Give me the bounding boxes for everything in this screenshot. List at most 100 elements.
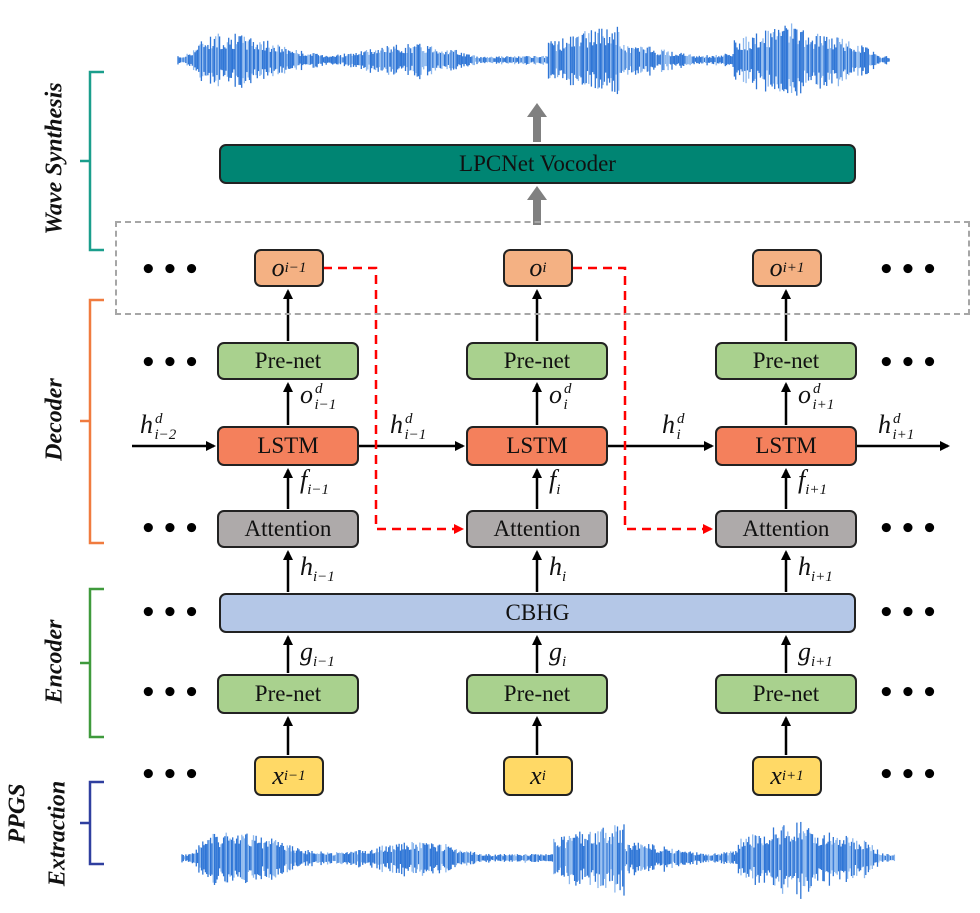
symbol-base: f <box>549 465 557 494</box>
symbol-base: x <box>530 761 542 790</box>
input-waveform <box>181 821 896 899</box>
ellipsis-right-cbhg: ••• <box>878 598 943 628</box>
ellipsis-left-enc-prenet: ••• <box>140 678 205 708</box>
attention-block-1: Attention <box>466 510 608 548</box>
symbol-sup: d <box>564 381 572 398</box>
decoder-prenet-2: Pre-net <box>715 342 857 380</box>
symbol-base: h <box>549 552 562 581</box>
vocoder-up-arrows <box>527 103 547 225</box>
ellipsis-right-prenet: ••• <box>878 348 943 378</box>
encoder-bracket <box>80 587 104 739</box>
output-waveform <box>177 23 890 96</box>
symbol-sub: i−1 <box>313 569 335 586</box>
attention-context-label-1: fi <box>549 465 560 499</box>
attention-context-label-2: fi+1 <box>798 465 827 499</box>
symbol-sub: i <box>562 654 567 671</box>
attention-context-label-0: fi−1 <box>300 465 329 499</box>
ellipsis-right-output: ••• <box>878 255 943 285</box>
encoder-state-label-0: hi−1 <box>300 552 335 586</box>
prenet-output-label-1: gi <box>549 637 566 671</box>
lstm-cell-2: LSTM <box>715 426 857 466</box>
symbol-sub: i <box>562 569 567 586</box>
symbol-sup: d <box>315 381 323 398</box>
lstm-cell-0: LSTM <box>217 426 359 466</box>
ellipsis-left-cbhg: ••• <box>140 598 205 628</box>
decoder-bracket <box>80 298 104 545</box>
ellipsis-left-prenet: ••• <box>140 348 205 378</box>
symbol-base: x <box>770 761 782 790</box>
symbol-base: o <box>798 380 811 409</box>
ellipsis-right-enc-prenet: ••• <box>878 678 943 708</box>
symbol-sub: i+1 <box>811 569 833 586</box>
symbol-sub: i <box>563 397 568 414</box>
symbol-base: o <box>769 253 783 282</box>
symbol-base: f <box>798 465 806 494</box>
output-frames-box <box>115 221 970 315</box>
encoder-label: Encoder <box>41 619 68 704</box>
symbol-sub: i−1 <box>313 654 335 671</box>
ellipsis-left-output: ••• <box>140 255 205 285</box>
symbol-sub: i+1 <box>811 654 833 671</box>
symbol-sub: i+1 <box>812 397 835 414</box>
symbol-sub: i <box>541 767 546 784</box>
symbol-base: g <box>300 637 313 666</box>
symbol-base: h <box>300 552 313 581</box>
symbol-base: g <box>798 637 811 666</box>
encoder-prenet-0: Pre-net <box>217 674 359 714</box>
symbol-sub: i+1 <box>805 482 828 499</box>
symbol-sub: i <box>556 482 561 499</box>
ellipsis-left-attention: ••• <box>140 514 205 544</box>
decoder-prenet-0: Pre-net <box>217 342 359 380</box>
symbol-sub: i−1 <box>314 397 337 414</box>
ellipsis-right-attention: ••• <box>878 514 943 544</box>
feedback-dashed-arrows <box>323 266 713 534</box>
symbol-sub: i+1 <box>782 259 805 276</box>
attention-block-0: Attention <box>217 510 359 548</box>
symbol-base: g <box>549 637 562 666</box>
lpcnet-vocoder-block: LPCNet Vocoder <box>219 144 856 184</box>
symbol-sub: i−1 <box>307 482 330 499</box>
symbol-sub: i−1 <box>283 767 306 784</box>
encoder-state-label-2: hi+1 <box>798 552 833 586</box>
ellipsis-right-input: ••• <box>878 760 943 790</box>
wave-synthesis-bracket <box>80 70 104 252</box>
symbol-base: o <box>549 380 562 409</box>
encoder-state-label-1: hi <box>549 552 566 586</box>
symbol-base: o <box>271 253 285 282</box>
symbol-sub: i <box>542 259 547 276</box>
wave-synthesis-label: Wave Synthesis <box>41 82 68 235</box>
symbol-sub: i−1 <box>284 259 307 276</box>
attention-block-2: Attention <box>715 510 857 548</box>
cbhg-block: CBHG <box>219 593 856 633</box>
symbol-base: f <box>300 465 308 494</box>
ppgs-label-line1: PPGS <box>4 783 31 844</box>
symbol-base: x <box>272 761 284 790</box>
decoder-prenet-1: Pre-net <box>466 342 608 380</box>
decoder-label: Decoder <box>41 378 68 461</box>
encoder-prenet-2: Pre-net <box>715 674 857 714</box>
column-arrows <box>283 289 791 755</box>
prenet-output-label-0: gi−1 <box>300 637 335 671</box>
symbol-base: o <box>529 253 543 282</box>
lstm-cell-1: LSTM <box>466 426 608 466</box>
encoder-prenet-1: Pre-net <box>466 674 608 714</box>
symbol-base: o <box>300 380 313 409</box>
ppgs-bracket <box>80 780 104 866</box>
ppgs-label-line2: Extraction <box>44 780 71 887</box>
symbol-sup: d <box>813 381 821 398</box>
